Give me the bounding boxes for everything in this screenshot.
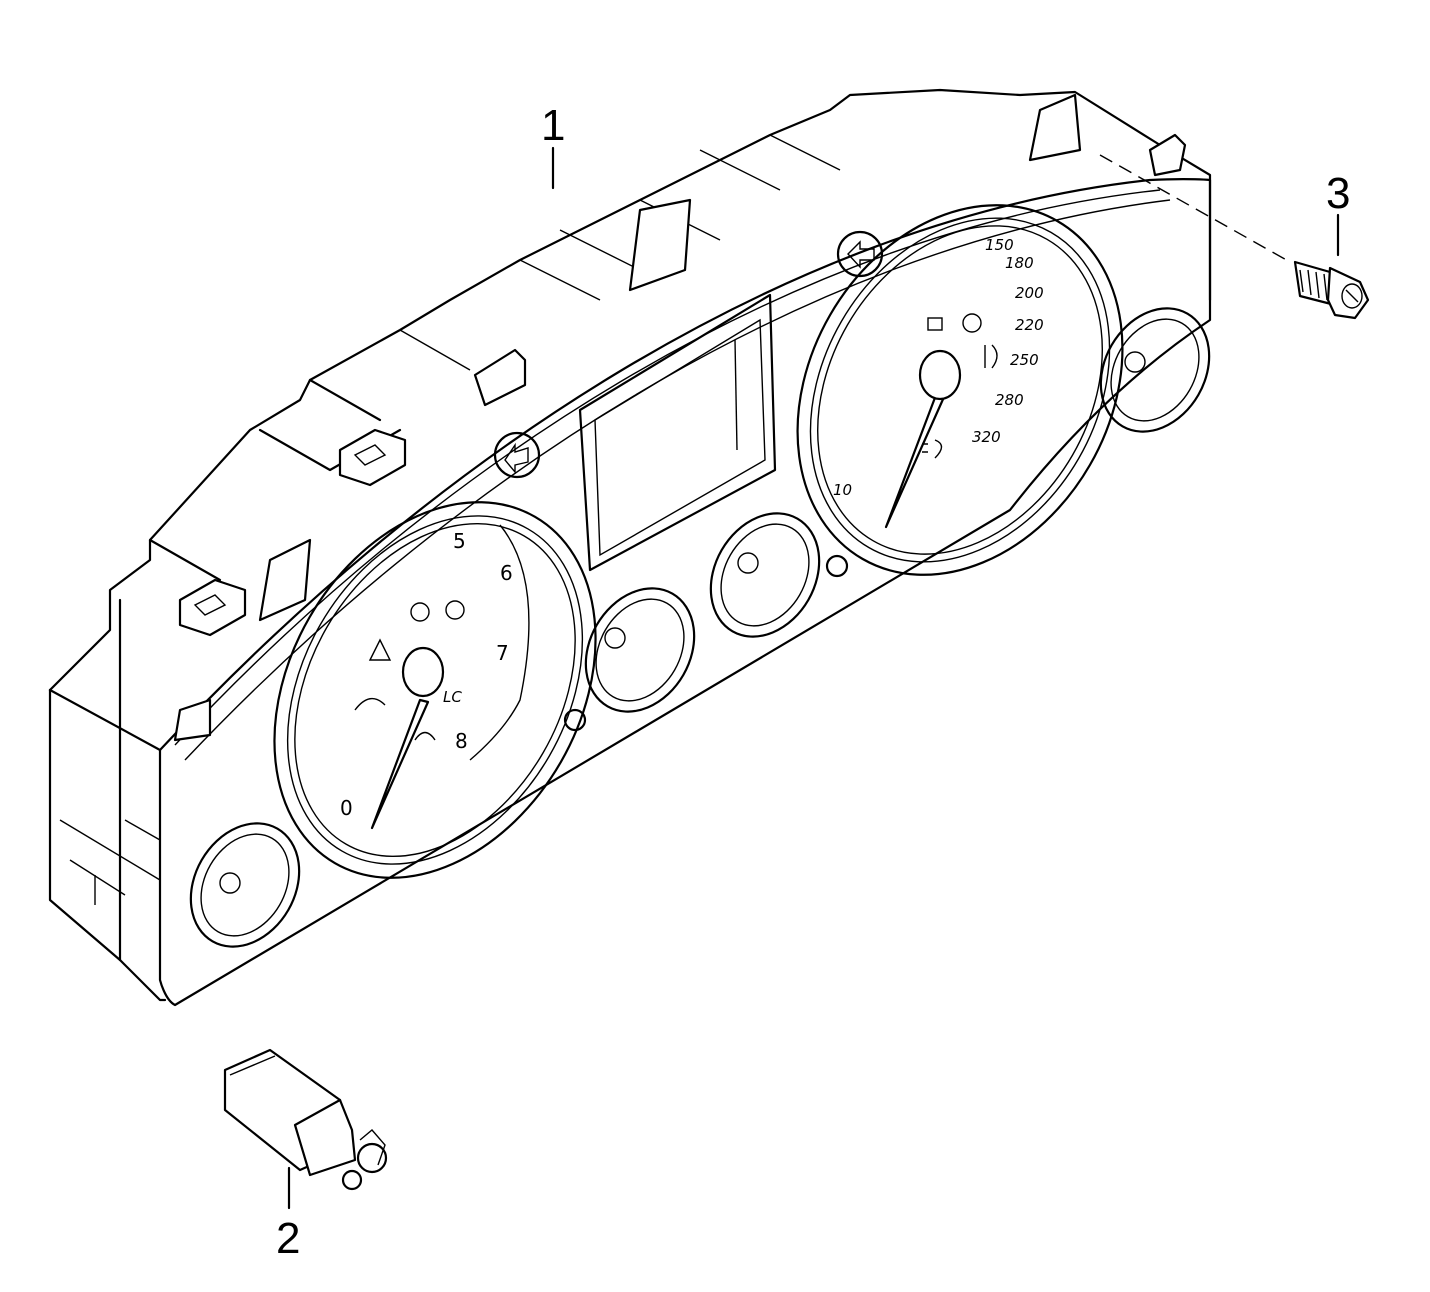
bulb-part	[223, 1048, 388, 1191]
instrument-cluster: 0 5 6 7 8 LC 150 180 200 220 250 280	[48, 88, 1212, 1007]
tach-label-0: 0	[340, 796, 353, 820]
indicator-icon	[984, 344, 998, 369]
speed-label-220: 220	[1015, 316, 1044, 334]
parking-brake-icon	[962, 313, 982, 333]
speed-label-150: 150	[985, 236, 1014, 254]
callout-3-label: 3	[1326, 169, 1350, 218]
warning-lamp-icon	[445, 600, 465, 620]
aux-gauge	[709, 512, 821, 638]
aux-gauge	[189, 822, 301, 948]
speed-label-partial: 10	[833, 481, 852, 499]
headlight-icon	[922, 439, 943, 459]
tach-label-5: 5	[453, 529, 466, 553]
aux-gauge	[584, 587, 696, 713]
warning-lamp-icon	[414, 731, 436, 741]
tach-lc-label: LC	[443, 688, 462, 706]
callout-2-label: 2	[276, 1214, 300, 1263]
warning-lamp-icon	[354, 697, 386, 711]
speed-label-180: 180	[1005, 254, 1034, 272]
speed-label-320: 320	[972, 428, 1001, 446]
speed-label-200: 200	[1015, 284, 1044, 302]
speedometer-gauge: 150 180 200 220 250 280 320 10	[796, 204, 1124, 576]
tach-label-7: 7	[496, 641, 509, 665]
aux-gauge	[1099, 307, 1211, 433]
warning-lamp-icon	[410, 602, 430, 622]
tach-label-8: 8	[455, 729, 468, 753]
screw-part	[1293, 260, 1370, 320]
warning-triangle-icon	[368, 638, 392, 661]
indicator-square-icon	[927, 317, 943, 331]
speed-label-280: 280	[995, 391, 1024, 409]
tachometer-gauge: 0 5 6 7 8 LC	[273, 501, 597, 879]
tach-label-6: 6	[500, 561, 513, 585]
callout-1-label: 1	[541, 101, 565, 150]
screw-axis-line	[1099, 154, 1291, 263]
speed-label-250: 250	[1010, 351, 1039, 369]
